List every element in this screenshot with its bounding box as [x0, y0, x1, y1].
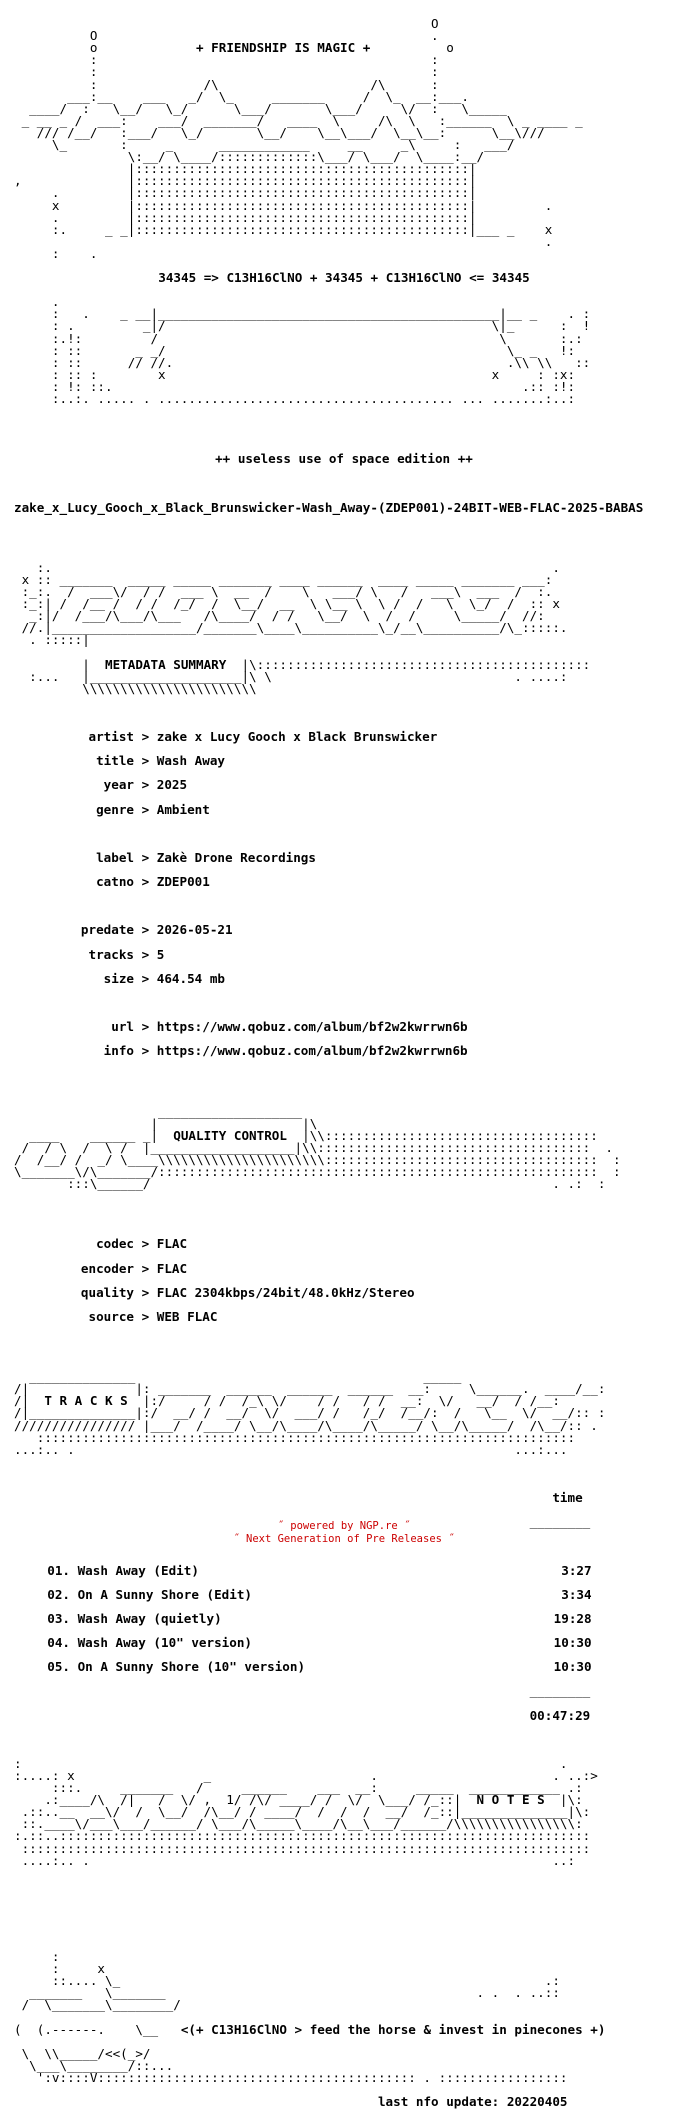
meta-predate: predate > 2026-05-21 [80, 922, 233, 938]
footer-powered-by[interactable]: ˝ powered by NGP.re ˝ [277, 1520, 411, 1532]
footer-tagline: ˝ Next Generation of Pre Releases ˝ [233, 1533, 455, 1545]
track-row: 02. On A Sunny Shore (Edit)3:34 [47, 1586, 592, 1602]
tagline: + FRIENDSHIP IS MAGIC + [195, 40, 371, 56]
track-row: 05. On A Sunny Shore (10" version)10:30 [47, 1659, 592, 1675]
metadata-summary-title: | METADATA SUMMARY |\:::::::::::::::::::… [14, 656, 591, 696]
meta-size: size > 464.54 mb [103, 970, 225, 986]
qc-quality: quality > FLAC 2304kbps/24bit/48.0kHz/St… [80, 1284, 415, 1300]
tracks-time-header: time [552, 1490, 583, 1506]
last-update: last nfo update: 20220405 [377, 2094, 568, 2110]
meta-genre: genre > Ambient [96, 801, 210, 817]
horse-art: : : x ::.... \_ .: _______ \_______ . . … [21, 1949, 560, 2013]
meta-url[interactable]: url > https://www.qobuz.com/album/bf2w2k… [111, 1019, 468, 1035]
edition-line: ++ useless use of space edition ++ [215, 451, 473, 467]
tracks-total: 00:47:29 [529, 1707, 591, 1723]
meta-year: year > 2025 [103, 777, 188, 793]
metadata-banner-art: :. . x :: _______ _____ _____ _______ __… [21, 559, 568, 648]
formula: 34345 => C13H16ClNO + 34345 + C13H16ClNO… [158, 270, 530, 286]
meta-title: title > Wash Away [96, 753, 225, 769]
qc-encoder: encoder > FLAC [80, 1260, 188, 1276]
header-art-frame: . : . _ __|_____________________________… [51, 294, 591, 406]
release-name: zake_x_Lucy_Gooch_x_Black_Brunswicker-Wa… [14, 499, 644, 515]
track-row: 03. Wash Away (quietly)19:28 [47, 1610, 592, 1626]
qc-source: source > WEB FLAC [88, 1308, 218, 1324]
tracks-banner-art: ______________ _____ /| |: _______ _____… [14, 1369, 606, 1457]
meta-tracks: tracks > 5 [88, 946, 165, 962]
slogan-row: ( (.------. \__ <(+ C13H16ClNO > feed th… [14, 2021, 606, 2037]
meta-info[interactable]: info > https://www.qobuz.com/album/bf2w2… [103, 1043, 468, 1059]
meta-label: label > Zakè Drone Recordings [96, 849, 316, 865]
meta-artist: artist > zake x Lucy Gooch x Black Bruns… [88, 729, 438, 745]
nfo-document: O O . o + FRIENDSHIP IS MAGIC + o : : : [14, 6, 674, 2120]
quality-banner-art: ___________________ | |\ ____ ______ _| … [14, 1103, 621, 1192]
notes-banner-art: : . :....: x _ . . ..:> :::. _______ / _… [14, 1755, 598, 1868]
meta-catno: catno > ZDEP001 [96, 874, 210, 890]
track-row: 01. Wash Away (Edit)3:27 [47, 1562, 592, 1578]
qc-codec: codec > FLAC [96, 1236, 188, 1252]
track-row: 04. Wash Away (10" version)10:30 [47, 1635, 592, 1651]
header-art-top: O O . o + FRIENDSHIP IS MAGIC + o : : : [14, 16, 583, 261]
